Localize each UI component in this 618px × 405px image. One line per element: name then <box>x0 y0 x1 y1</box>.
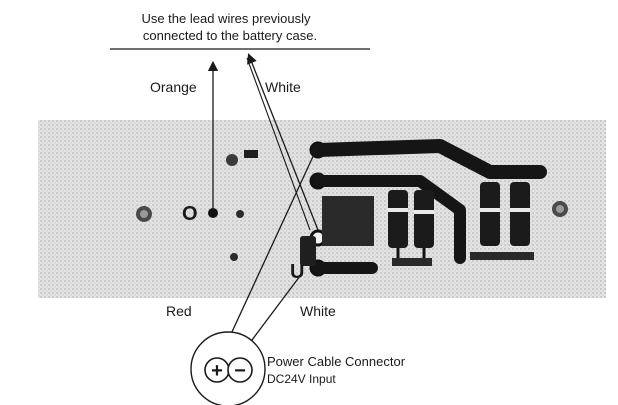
label-red: Red <box>166 303 192 319</box>
board-marking-u: U <box>290 261 304 283</box>
connector-subtitle: DC24V Input <box>267 372 336 386</box>
circuit-board-photo: O U <box>38 120 606 298</box>
pad-strip <box>392 258 432 266</box>
red-wire <box>218 149 317 361</box>
trace-top <box>311 139 547 179</box>
pad-strip <box>470 252 534 260</box>
white-wire-leader-top <box>247 53 319 231</box>
diode <box>414 190 434 248</box>
note-line-1: Use the lead wires previously <box>141 11 311 26</box>
minus-symbol: − <box>234 360 246 382</box>
screw-top <box>226 154 238 166</box>
note-line-2: connected to the battery case. <box>143 28 317 43</box>
diode <box>388 190 408 248</box>
minus-terminal-icon <box>227 357 253 383</box>
trace-middle <box>312 175 466 264</box>
label-white-top: White <box>265 79 301 95</box>
diode <box>510 182 530 246</box>
mounting-hole <box>236 210 244 218</box>
board-marking-o: O <box>182 203 198 225</box>
component-block <box>322 196 374 246</box>
connector-title: Power Cable Connector <box>267 354 406 369</box>
label-orange: Orange <box>150 79 197 95</box>
orange-wire-hole <box>208 208 218 218</box>
power-cable-connector: + − <box>190 331 266 405</box>
small-part <box>300 236 316 266</box>
plus-symbol: + <box>211 360 223 382</box>
mounting-hole <box>230 253 238 261</box>
diode <box>480 182 500 246</box>
small-part <box>244 150 258 158</box>
label-white-bottom: White <box>300 303 336 319</box>
